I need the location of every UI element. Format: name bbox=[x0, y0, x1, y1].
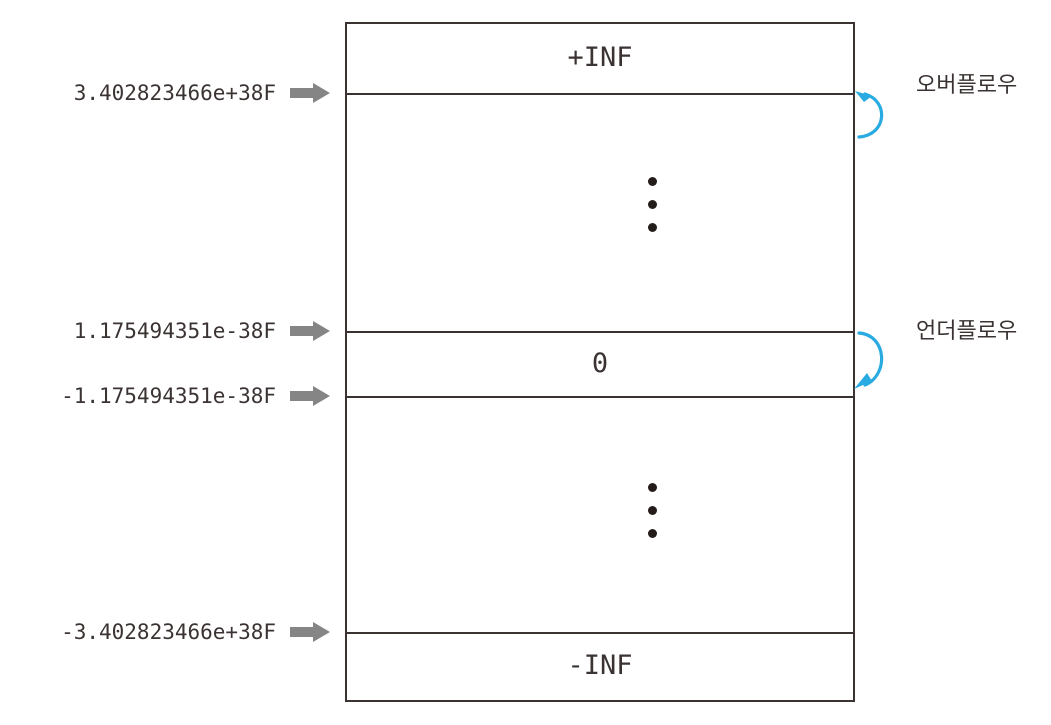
boundary-value: 1.175494351e-38F bbox=[73, 318, 276, 343]
underflow-arc-icon bbox=[854, 331, 884, 389]
boundary-max-negative: -3.402823466e+38F bbox=[0, 619, 330, 645]
pointer-arrow-icon bbox=[290, 83, 330, 103]
boundary-min-negative: -1.175494351e-38F bbox=[0, 383, 330, 409]
overflow-label: 오버플로우 bbox=[916, 73, 1018, 98]
boundary-value: 3.402823466e+38F bbox=[73, 80, 276, 105]
divider-max-positive bbox=[345, 93, 855, 95]
pointer-arrow-icon bbox=[290, 622, 330, 642]
boundary-value: -1.175494351e-38F bbox=[61, 383, 276, 408]
boundary-min-positive: 1.175494351e-38F bbox=[0, 318, 330, 344]
overflow-arc-icon bbox=[855, 91, 884, 139]
boundary-value: -3.402823466e+38F bbox=[61, 619, 276, 644]
pointer-arrow-icon bbox=[290, 386, 330, 406]
boundary-max-positive: 3.402823466e+38F bbox=[0, 80, 330, 106]
band-label-zero: 0 bbox=[591, 348, 609, 379]
band-label-positive-infinity: +INF bbox=[567, 42, 633, 73]
divider-min-negative bbox=[345, 396, 855, 398]
pointer-arrow-icon bbox=[290, 321, 330, 341]
band-label-negative-infinity: -INF bbox=[567, 650, 633, 681]
underflow-label: 언더플로우 bbox=[916, 319, 1018, 344]
divider-max-negative bbox=[345, 632, 855, 634]
float-range-box bbox=[345, 22, 855, 702]
divider-min-positive bbox=[345, 331, 855, 333]
